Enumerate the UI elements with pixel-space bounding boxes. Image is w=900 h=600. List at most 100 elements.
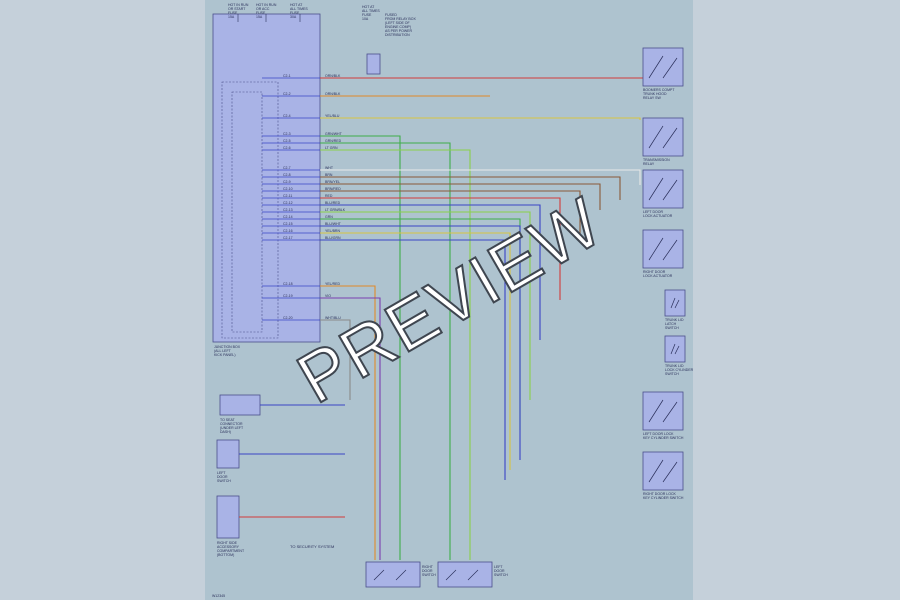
security-label: TO SECURITY SYSTEM (290, 544, 334, 549)
pin-7: C2-7 (283, 166, 291, 170)
wire-color-4: GRN/WHT (325, 132, 343, 136)
left-door-contact (648, 177, 678, 201)
wire-color-7: WHT (325, 166, 334, 170)
wire-6 (320, 149, 471, 560)
bottom-switch-contact-1 (373, 569, 407, 581)
wire-color-9: BRN/YEL (325, 180, 340, 184)
wire-16 (320, 232, 511, 470)
pin-6: C2-6 (283, 146, 291, 150)
trans-relay-contact (648, 125, 678, 149)
wire-color-11: RED (325, 194, 333, 198)
wire-color-14: GRN (325, 215, 333, 219)
pin-9: C2-9 (283, 180, 291, 184)
wire-color-12: BLU/RED (325, 201, 341, 205)
wire-color-20: WHT/BLU (325, 316, 341, 320)
left-component-1 (219, 394, 261, 416)
junction-box-subcircuit (231, 91, 263, 333)
pin-14: C2-14 (283, 215, 293, 219)
wire-3 (320, 117, 641, 120)
pin-15: C2-15 (283, 222, 293, 226)
wire-color-5: GRN/RED (325, 139, 342, 143)
wire-color-18: YEL/RED (325, 282, 340, 286)
pin-20: C2-20 (283, 316, 293, 320)
wire-color-17: BLU/GRN (325, 236, 341, 240)
wire-15 (320, 225, 521, 460)
pin-13: C2-13 (283, 208, 293, 212)
page-id: W12345 (212, 594, 225, 598)
wire-8 (320, 176, 621, 200)
bottom-switch-1 (365, 561, 421, 588)
junction-box (212, 13, 321, 343)
pin-11: C2-11 (283, 194, 292, 198)
pin-1: C2-1 (283, 74, 291, 78)
trunk-latch-component (664, 289, 686, 317)
right-key-component (642, 451, 684, 491)
pin-2: C2-2 (283, 92, 291, 96)
pin-12: C2-12 (283, 201, 293, 205)
right-key-contact (648, 459, 678, 483)
pin-17: C2-17 (283, 236, 293, 240)
wire-color-13: LT GRN/BLK (325, 208, 346, 212)
left-door-component (642, 169, 684, 209)
pin-3: C2-4 (283, 114, 291, 118)
wire-color-1: ORN/BLK (325, 74, 341, 78)
wire-13 (320, 211, 531, 400)
pin-19: C2-19 (283, 294, 293, 298)
pin-4: C2-3 (283, 132, 291, 136)
pin-16: C2-16 (283, 229, 293, 233)
wire-20 (320, 319, 351, 400)
wire-color-3: YEL/BLU (325, 114, 340, 118)
pin-10: C2-10 (283, 187, 293, 191)
left-key-contact (648, 399, 678, 423)
right-door-component (642, 229, 684, 269)
relay-contact (648, 55, 678, 79)
wire-color-15: BLU/WHT (325, 222, 342, 226)
wire-7 (320, 169, 641, 185)
wire-12 (320, 204, 541, 340)
pin-18: C2-18 (283, 282, 293, 286)
junction-box-inner (221, 81, 279, 339)
trans-relay-component (642, 117, 684, 157)
relay-component (642, 47, 684, 87)
pin-8: C2-8 (283, 173, 291, 177)
wire-18 (320, 285, 376, 560)
bottom-switch-contact-2 (445, 569, 479, 581)
wire-group (262, 77, 660, 560)
wire-11 (320, 197, 561, 300)
wire-17 (320, 239, 506, 480)
bottom-switch-2 (437, 561, 493, 588)
wire-color-19: VIO (325, 294, 331, 298)
trunk-latch-contact (670, 297, 680, 309)
wire-color-16: YEL/BRN (325, 229, 340, 233)
wire-color-2: ORN/BLK (325, 92, 341, 96)
wire-5 (320, 142, 451, 560)
trunk-cyl-component (664, 335, 686, 363)
left-component-2 (216, 439, 240, 469)
wire-color-6: LT GRN (325, 146, 338, 150)
wire-19 (320, 297, 381, 560)
wire-color-8: BRN (325, 173, 333, 177)
